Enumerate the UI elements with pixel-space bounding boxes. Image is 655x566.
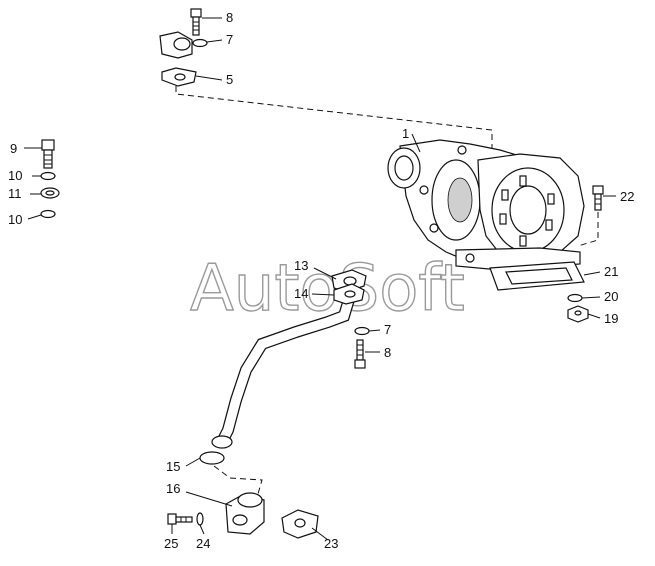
washer-7-top: [192, 38, 208, 48]
nut-19: [567, 305, 589, 323]
callout-14: 14: [294, 286, 308, 301]
callout-21: 21: [604, 264, 618, 279]
watermark: AutoSoft: [190, 252, 465, 326]
callout-11: 11: [8, 186, 22, 201]
gasket-23: [281, 509, 319, 539]
callout-8-mid: 8: [384, 345, 391, 360]
callout-7-mid: 7: [384, 322, 391, 337]
callout-15: 15: [166, 459, 180, 474]
callout-25: 25: [164, 536, 178, 551]
washer-24: [196, 512, 204, 526]
callout-8-top: 8: [226, 10, 233, 25]
callout-24: 24: [196, 536, 210, 551]
callout-9: 9: [10, 141, 17, 156]
alignment-line-right: [577, 212, 599, 247]
oil-feed-pipe: [51, 31, 193, 194]
callout-labels: 8 7 5 1 9 10 11 10 13 14 7 8 22 21 20 19…: [8, 10, 634, 551]
washer-10-upper: [40, 171, 56, 181]
bolt-25: [167, 513, 193, 525]
callout-16: 16: [166, 481, 180, 496]
callout-13: 13: [294, 258, 308, 273]
callout-10-upper: 10: [8, 168, 22, 183]
turbocharger: [387, 139, 585, 271]
gasket-21: [489, 261, 585, 291]
bolt-8-top: [190, 8, 202, 36]
callout-7-top: 7: [226, 32, 233, 47]
oil-return-pipe: [211, 269, 367, 449]
elbow-16: [225, 492, 265, 535]
o-ring-15: [199, 451, 225, 465]
washer-20: [567, 293, 583, 303]
gasket-5: [161, 67, 197, 87]
alignment-line-top: [175, 86, 493, 148]
callout-5: 5: [226, 72, 233, 87]
callout-23: 23: [324, 536, 338, 551]
banjo-11: [40, 187, 60, 199]
bolt-22: [592, 185, 604, 211]
bolt-9: [41, 139, 55, 169]
leader-lines: [24, 17, 616, 541]
callout-1: 1: [402, 126, 409, 141]
alignment-line-bottom: [213, 465, 263, 495]
bolt-8-mid: [354, 339, 366, 369]
washer-10-lower: [40, 209, 56, 219]
callout-19: 19: [604, 311, 618, 326]
callout-20: 20: [604, 289, 618, 304]
callout-10-lower: 10: [8, 212, 22, 227]
washer-7-mid: [354, 326, 370, 336]
callout-22: 22: [620, 189, 634, 204]
